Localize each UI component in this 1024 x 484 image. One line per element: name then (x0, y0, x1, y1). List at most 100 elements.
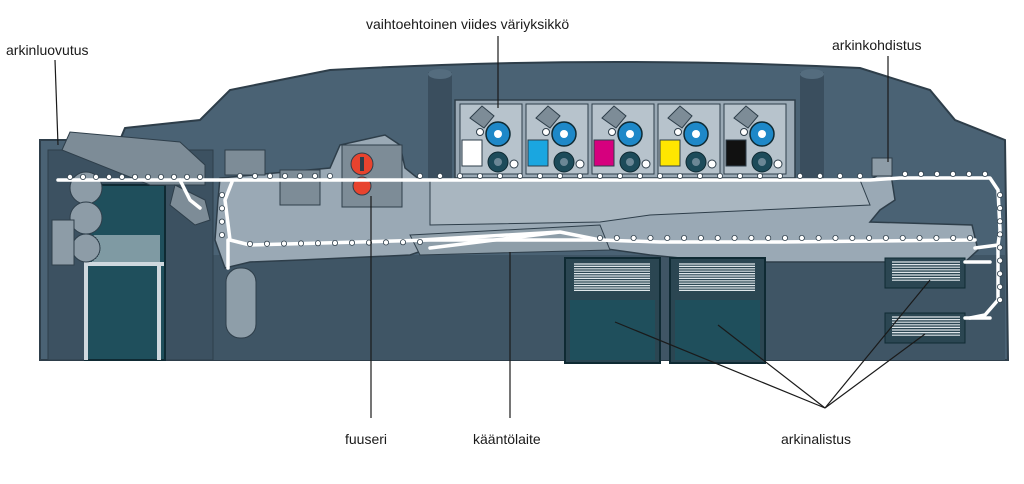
path-roller (997, 257, 1004, 264)
path-roller (967, 234, 974, 241)
output-paper-stack (92, 235, 160, 263)
path-roller (456, 172, 463, 179)
path-roller (106, 173, 113, 180)
paper-path (56, 176, 1002, 320)
fuser-roller-mark (360, 157, 364, 171)
path-roller (817, 172, 824, 179)
toner-hopper (601, 105, 627, 129)
path-roller (697, 234, 704, 241)
path-roller (966, 170, 973, 177)
toner-cartridge-cyan (527, 139, 549, 167)
color-unit-white (459, 103, 523, 175)
drum-roller-hub (494, 158, 502, 166)
path-roller (183, 173, 190, 180)
path-roller (557, 172, 564, 179)
path-roller (131, 173, 138, 180)
label-registration: arkinkohdistus (832, 37, 922, 53)
path-roller (849, 234, 856, 241)
path-roller (737, 172, 744, 179)
color-unit-magenta (591, 103, 655, 175)
path-roller (246, 240, 253, 247)
path-roller (997, 231, 1004, 238)
path-roller (263, 240, 270, 247)
path-roller (537, 172, 544, 179)
label-fuser: fuuseri (345, 431, 388, 447)
path-roller (218, 205, 225, 212)
path-roller (613, 234, 620, 241)
path-roller (597, 172, 604, 179)
drum-roller-hub (758, 158, 766, 166)
developer-roller-hub (560, 130, 568, 138)
path-roller (832, 234, 839, 241)
transfer-roller (707, 159, 717, 169)
path-roller (597, 234, 604, 241)
callout-line-feed-4 (824, 333, 926, 409)
output-delivery-arm (61, 131, 206, 186)
toner-hopper (469, 105, 495, 129)
path-roller (857, 172, 864, 179)
path-roller (144, 173, 151, 180)
output-tray-bar (84, 262, 164, 266)
path-roller (251, 172, 258, 179)
path-roller (997, 244, 1004, 251)
paper-path-rollers (67, 170, 1004, 303)
path-roller (196, 173, 203, 180)
toner-hopper (667, 105, 693, 129)
path-roller (617, 172, 624, 179)
path-roller (436, 172, 443, 179)
charge-roller (674, 128, 682, 136)
output-tray-right-leg (157, 262, 161, 360)
path-roller (314, 240, 321, 247)
path-roller (697, 172, 704, 179)
path-roller (798, 234, 805, 241)
path-roller (714, 234, 721, 241)
callout-line-feed-3 (824, 279, 931, 409)
path-roller (577, 172, 584, 179)
path-roller (80, 173, 87, 180)
path-roller (331, 239, 338, 246)
path-roller (657, 172, 664, 179)
chassis-post-top (800, 69, 824, 79)
toner-hopper (535, 105, 561, 129)
output-tray-left-leg (84, 262, 88, 360)
path-roller (918, 170, 925, 177)
path-roller (717, 172, 724, 179)
developer-roller-hub (758, 130, 766, 138)
output-roller (71, 233, 101, 263)
feeder-tray-panel (570, 300, 655, 360)
path-roller (933, 234, 940, 241)
path-roller (119, 173, 126, 180)
fuser-housing (341, 144, 403, 208)
path-roller (934, 170, 941, 177)
path-roller (296, 172, 303, 179)
path-roller (348, 239, 355, 246)
drum-roller-hub (692, 158, 700, 166)
path-roller (677, 172, 684, 179)
path-roller (797, 172, 804, 179)
path-roller (997, 283, 1004, 290)
path-roller (382, 239, 389, 246)
paper-path-delivery (178, 178, 202, 210)
path-roller (416, 238, 423, 245)
path-roller (266, 172, 273, 179)
path-roller (67, 173, 74, 180)
callout-line-feed-2 (717, 324, 826, 409)
transfer-roller (773, 159, 783, 169)
path-roller (681, 234, 688, 241)
output-roller (69, 201, 103, 235)
path-roller (982, 170, 989, 177)
feeder-tray-panel (675, 300, 760, 360)
path-roller (311, 172, 318, 179)
path-roller (416, 172, 423, 179)
path-roller (280, 240, 287, 247)
path-roller (157, 173, 164, 180)
side-paper-stacks (892, 261, 960, 336)
transfer-roller (575, 159, 585, 169)
path-roller (866, 234, 873, 241)
chassis-post-top (428, 69, 452, 79)
chassis-post (800, 72, 824, 182)
label-sheet-output: arkinluovutus (6, 42, 89, 58)
drum-roller-hub (560, 158, 568, 166)
color-unit-black (723, 103, 787, 175)
